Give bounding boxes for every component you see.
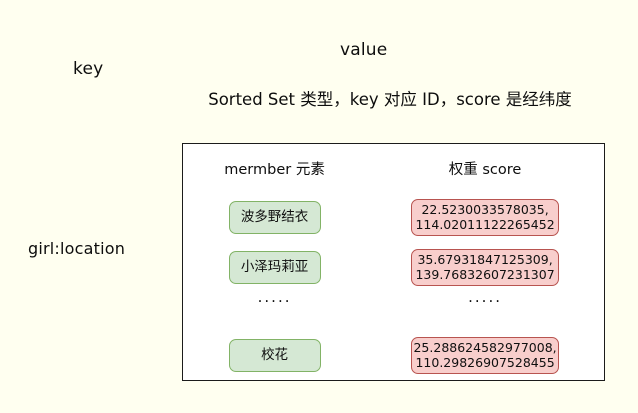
value-description-text: Sorted Set 类型，key 对应 ID，score 是经纬度 <box>208 90 572 109</box>
ellipsis-row: ..... ..... <box>183 288 604 330</box>
score-ellipsis-cell: ..... <box>366 288 604 306</box>
score-longitude: 114.02011122265452 <box>415 217 555 232</box>
key-name-label: girl:location <box>28 239 126 258</box>
score-ellipsis: ..... <box>468 288 502 306</box>
key-column-label: key <box>73 59 104 79</box>
value-column-label: value <box>340 40 388 60</box>
member-pill: 波多野结衣 <box>228 200 321 234</box>
table-row: 校花 25.288624582977008, 110.2982690752845… <box>183 330 604 380</box>
score-latitude: 25.288624582977008, <box>413 340 557 355</box>
score-column-header: 权重 score <box>448 162 522 178</box>
sorted-set-rows: 波多野结衣 22.5230033578035, 114.020111222654… <box>183 192 604 380</box>
member-cell: 波多野结衣 <box>183 200 366 234</box>
score-pill: 25.288624582977008, 110.29826907528455 <box>411 336 560 374</box>
score-cell: 25.288624582977008, 110.29826907528455 <box>366 336 604 374</box>
score-longitude: 110.29826907528455 <box>415 355 555 370</box>
member-ellipsis-cell: ..... <box>183 288 366 306</box>
member-cell: 校花 <box>183 338 366 372</box>
table-row: 小泽玛莉亚 35.67931847125309, 139.76832607231… <box>183 242 604 292</box>
score-latitude: 22.5230033578035, <box>421 202 549 217</box>
member-column-header: mermber 元素 <box>224 162 325 178</box>
score-pill: 22.5230033578035, 114.02011122265452 <box>411 198 560 236</box>
score-latitude: 35.67931847125309, <box>417 252 553 267</box>
table-row: 波多野结衣 22.5230033578035, 114.020111222654… <box>183 192 604 242</box>
score-cell: 22.5230033578035, 114.02011122265452 <box>366 198 604 236</box>
member-cell: 小泽玛莉亚 <box>183 250 366 284</box>
member-pill: 小泽玛莉亚 <box>228 250 321 284</box>
score-pill: 35.67931847125309, 139.76832607231307 <box>411 248 560 286</box>
score-longitude: 139.76832607231307 <box>415 267 555 282</box>
member-ellipsis: ..... <box>257 288 292 306</box>
sorted-set-box: mermber 元素 权重 score 波多野结衣 22.52300335780… <box>182 143 605 381</box>
column-header-row: mermber 元素 权重 score <box>183 158 604 179</box>
score-cell: 35.67931847125309, 139.76832607231307 <box>366 248 604 286</box>
member-pill: 校花 <box>228 338 321 372</box>
